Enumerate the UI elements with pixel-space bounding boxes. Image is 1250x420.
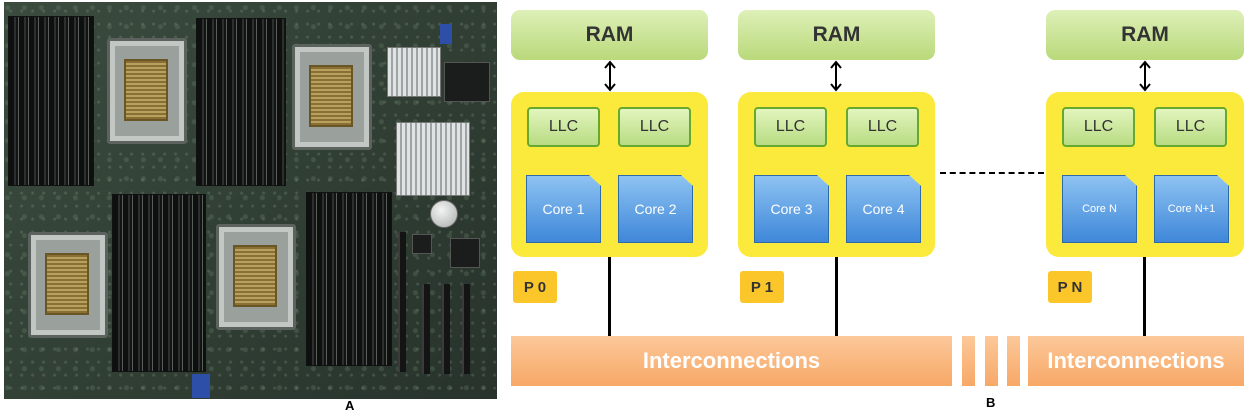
chipset-heatsink-large [396, 122, 470, 196]
llc-cache: LLC [527, 107, 600, 147]
dimm-bank-bottom-right [306, 192, 392, 366]
ellipsis-dashed-line [940, 172, 1044, 174]
cpu-socket-2 [292, 44, 372, 150]
panel-b-caption: B [986, 395, 996, 410]
ram-block-pn: RAM [1046, 10, 1244, 60]
cpu-socket-4 [216, 224, 296, 330]
llc-cache: LLC [846, 107, 919, 147]
processor-label-pn: P N [1048, 271, 1092, 303]
interconnect-segment [962, 336, 975, 386]
core-n-plus-1: Core N+1 [1154, 175, 1229, 243]
dimm-bank-top-center [196, 18, 286, 186]
usb-connector [192, 374, 210, 398]
core-2: Core 2 [618, 175, 693, 243]
chip [450, 238, 480, 268]
bidirectional-arrow-icon [1139, 60, 1151, 92]
interconnect-bus-right: Interconnections [1028, 336, 1244, 386]
dimm-bank-bottom-center [112, 194, 206, 372]
cpu-socket-3 [28, 232, 108, 338]
pcie-slot [462, 284, 470, 374]
pcie-slot [442, 284, 450, 374]
bidirectional-arrow-icon [604, 60, 616, 92]
interconnect-link [835, 257, 838, 337]
motherboard-photo [4, 2, 497, 399]
ram-block-p1: RAM [738, 10, 935, 60]
core-3: Core 3 [754, 175, 829, 243]
llc-cache: LLC [1062, 107, 1135, 147]
chipset-heatsink-small [387, 47, 441, 97]
bidirectional-arrow-icon [830, 60, 842, 92]
core-1: Core 1 [526, 175, 601, 243]
core-4: Core 4 [846, 175, 921, 243]
chip [444, 62, 490, 102]
chip [412, 234, 432, 254]
ram-block-p0: RAM [511, 10, 708, 60]
dimm-bank-top-left [8, 16, 94, 186]
interconnect-segment [1007, 336, 1020, 386]
cpu-socket-1 [107, 38, 187, 144]
interconnect-link [1143, 257, 1146, 337]
cmos-battery [430, 200, 458, 228]
sata-connector [440, 24, 452, 44]
interconnect-segment [985, 336, 998, 386]
processor-label-p1: P 1 [740, 271, 784, 303]
pcie-slot [422, 284, 430, 374]
llc-cache: LLC [618, 107, 691, 147]
llc-cache: LLC [754, 107, 827, 147]
processor-label-p0: P 0 [513, 271, 557, 303]
interconnect-bus-left: Interconnections [511, 336, 952, 386]
core-n: Core N [1062, 175, 1137, 243]
panel-a-caption: A [345, 398, 355, 413]
pcie-slot [398, 232, 406, 372]
interconnect-link [608, 257, 611, 337]
llc-cache: LLC [1154, 107, 1227, 147]
